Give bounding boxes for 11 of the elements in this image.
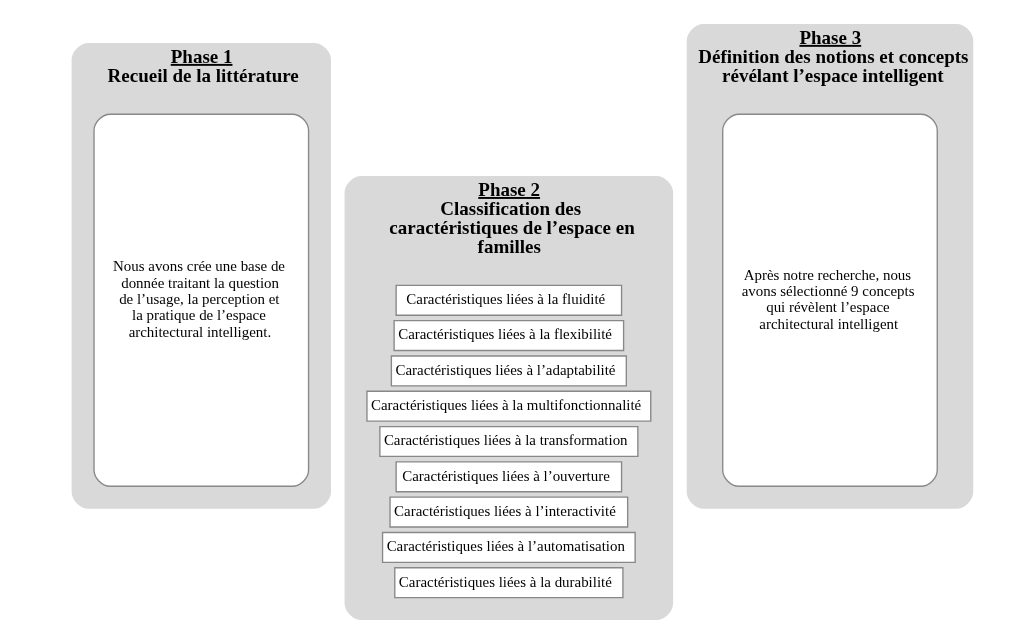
node-box: Nous avons crée une base de donnée traitant la question de l’usage, la perception et la pratique de l’espace architectural intelligent. [93,113,310,487]
node-box: Caractéristiques liées à la flexibilité [393,319,625,352]
node-box: Après notre recherche, nous avons sélectionné 9 concepts qui révèlent l’espace architectural intelligent [722,113,938,487]
node-box: Caractéristiques liées à la durabilité [394,567,624,599]
node-box: Caractéristiques liées à l’interactivité [389,496,629,528]
node-box: Caractéristiques liées à l’ouverture [395,461,623,493]
node-box: Caractéristiques liées à l’adaptabilité [390,355,627,387]
node-box: Caractéristiques liées à la multifonctionnalité [366,390,652,422]
node-box: Caractéristiques liées à l’automatisation [381,531,636,563]
node-box: Caractéristiques liées à la fluidité [395,284,623,316]
node-box: Caractéristiques liées à la transformation [379,425,639,458]
